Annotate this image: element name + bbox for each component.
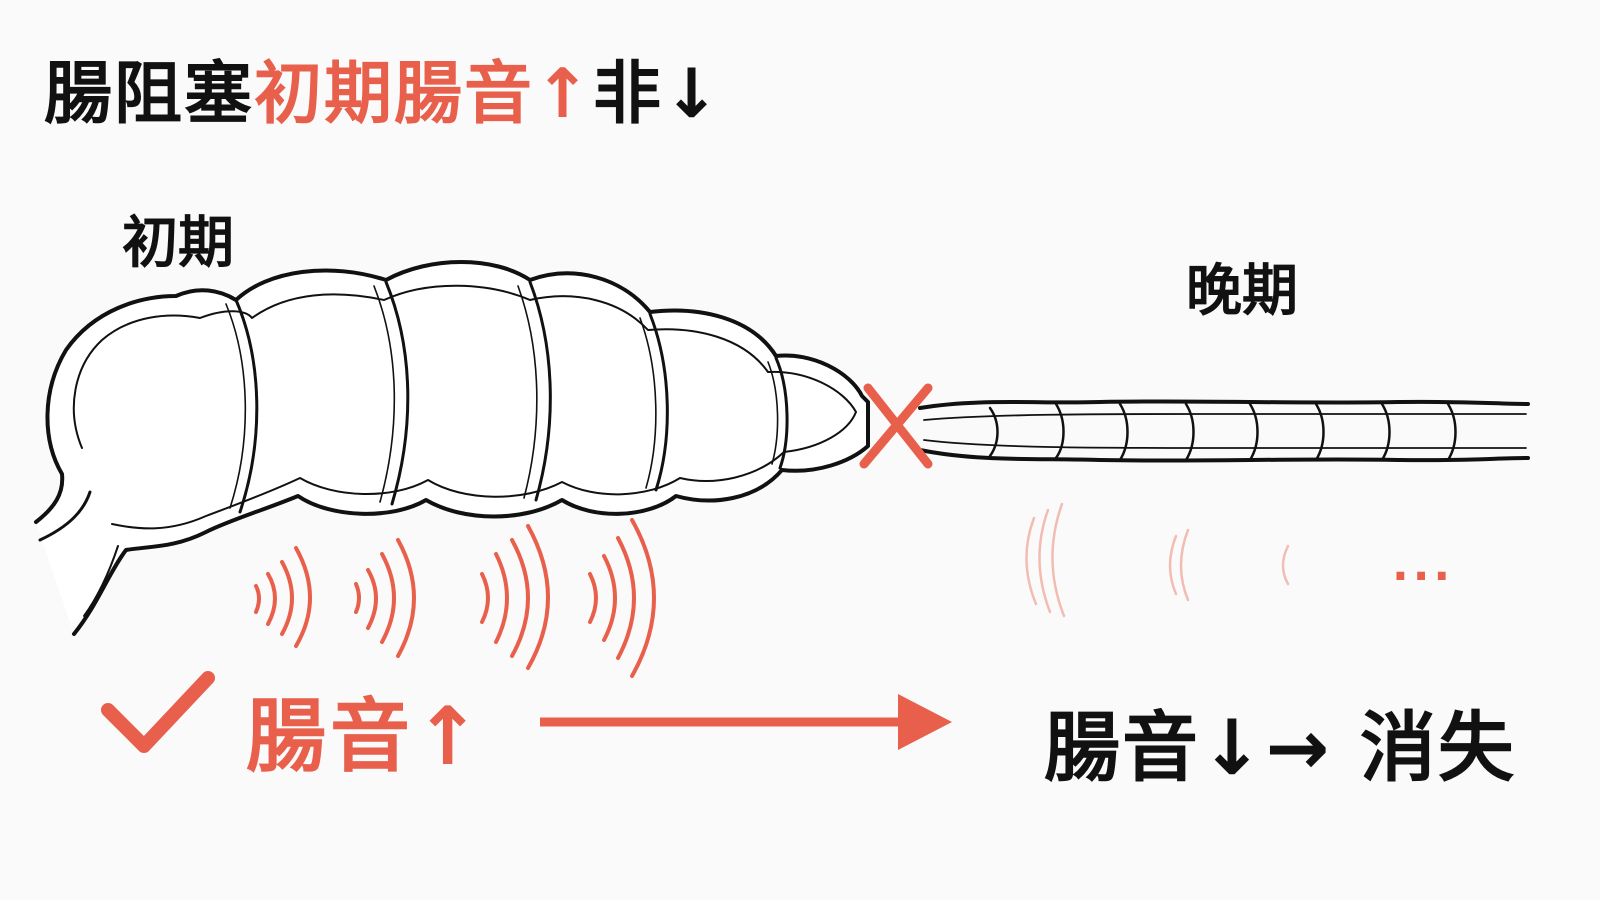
collapsed-bowel <box>918 399 1530 463</box>
faint-sound-wave-icon <box>1025 502 1290 618</box>
fading-ellipsis: ... <box>1392 540 1455 591</box>
title-part-early-sound: 初期腸音↑ <box>254 55 593 134</box>
late-stage-label: 晚期 <box>1186 259 1298 324</box>
late-bowel-sound-result: 腸音↓→ 消失 <box>1044 703 1516 792</box>
right-arrow-icon <box>540 694 952 750</box>
dilated-bowel <box>34 260 870 636</box>
title-part-not-decreased: 非↓ <box>593 55 722 134</box>
check-mark-icon <box>101 671 215 753</box>
title-part-obstruction: 腸阻塞 <box>44 55 255 134</box>
early-bowel-sound-result: 腸音↑ <box>246 690 486 783</box>
sound-wave-icon <box>254 518 656 678</box>
x-mark-icon <box>859 383 933 469</box>
early-stage-label: 初期 <box>122 211 234 276</box>
diagram-title: 腸阻塞初期腸音↑非↓ <box>44 38 722 137</box>
